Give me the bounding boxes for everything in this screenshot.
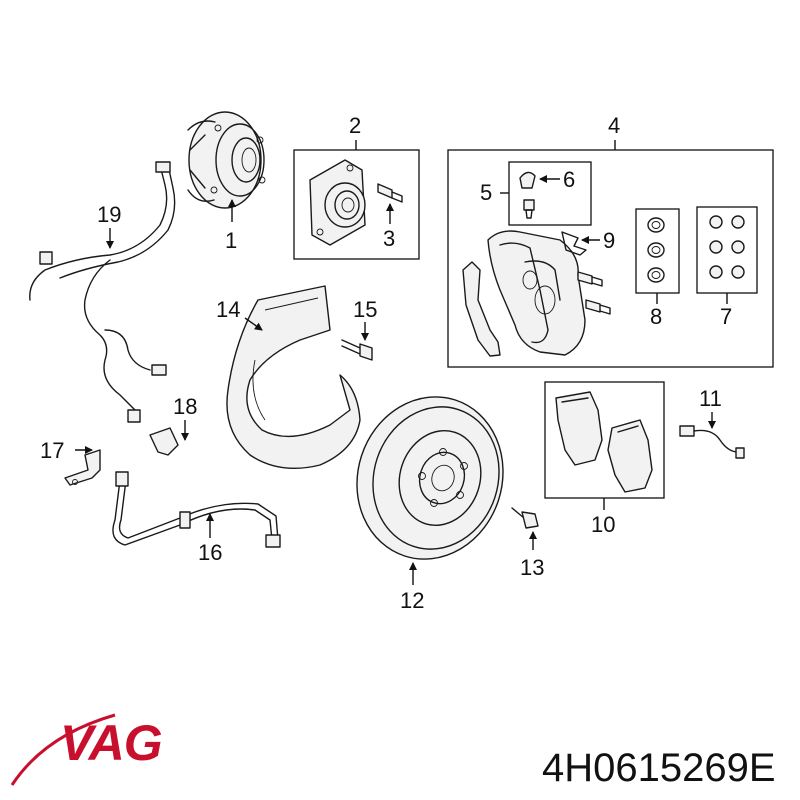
callout-9: 9 xyxy=(603,228,615,253)
caliper-pistons xyxy=(709,215,745,279)
bearing-bolt xyxy=(377,183,403,203)
callout-16: 16 xyxy=(198,540,222,565)
callout-6: 6 xyxy=(563,167,575,192)
callout-15: 15 xyxy=(353,297,377,322)
svg-text:VAG: VAG xyxy=(60,715,162,771)
brake-hose xyxy=(112,471,281,548)
callout-3: 3 xyxy=(383,226,395,251)
callout-10: 10 xyxy=(591,512,615,537)
hose-bracket xyxy=(64,449,101,486)
callout-14: 14 xyxy=(216,297,240,322)
bleeder-cap xyxy=(519,171,536,189)
callout-12: 12 xyxy=(400,588,424,613)
callout-2: 2 xyxy=(349,113,361,138)
bleeder-group-frame xyxy=(508,161,592,226)
disc-screw xyxy=(511,507,539,529)
callout-17: 17 xyxy=(40,438,64,463)
callout-4: 4 xyxy=(608,113,620,138)
bleeder-screw xyxy=(523,199,535,219)
callout-8: 8 xyxy=(650,304,662,329)
wheel-speed-sensor xyxy=(149,427,179,456)
caliper-group-frame xyxy=(447,149,774,368)
callout-7: 7 xyxy=(720,304,732,329)
caliper-bolts xyxy=(577,271,611,315)
wheel-hub xyxy=(187,111,266,209)
leader-14 xyxy=(244,317,263,331)
anti-rattle-clip xyxy=(561,231,587,256)
piston-group-frame xyxy=(696,206,758,294)
piston-seals xyxy=(647,217,665,283)
callout-5: 5 xyxy=(480,180,492,205)
vag-logo: VAG xyxy=(10,713,163,786)
brake-disc xyxy=(356,396,504,560)
wheel-bearing xyxy=(309,159,366,246)
shield-bolt xyxy=(341,339,373,361)
brake-caliper xyxy=(487,230,586,356)
pad-wear-sensor xyxy=(679,425,745,459)
callout-13: 13 xyxy=(520,555,544,580)
splash-shield xyxy=(226,285,361,470)
callout-18: 18 xyxy=(173,394,197,419)
callout-1: 1 xyxy=(225,228,237,253)
callout-11: 11 xyxy=(699,386,722,411)
brake-pads xyxy=(555,391,653,493)
callout-19: 19 xyxy=(97,202,121,227)
sensor-harness xyxy=(29,161,176,423)
caliper-bracket xyxy=(462,261,501,357)
part-number: 4H0615269E xyxy=(542,746,776,790)
